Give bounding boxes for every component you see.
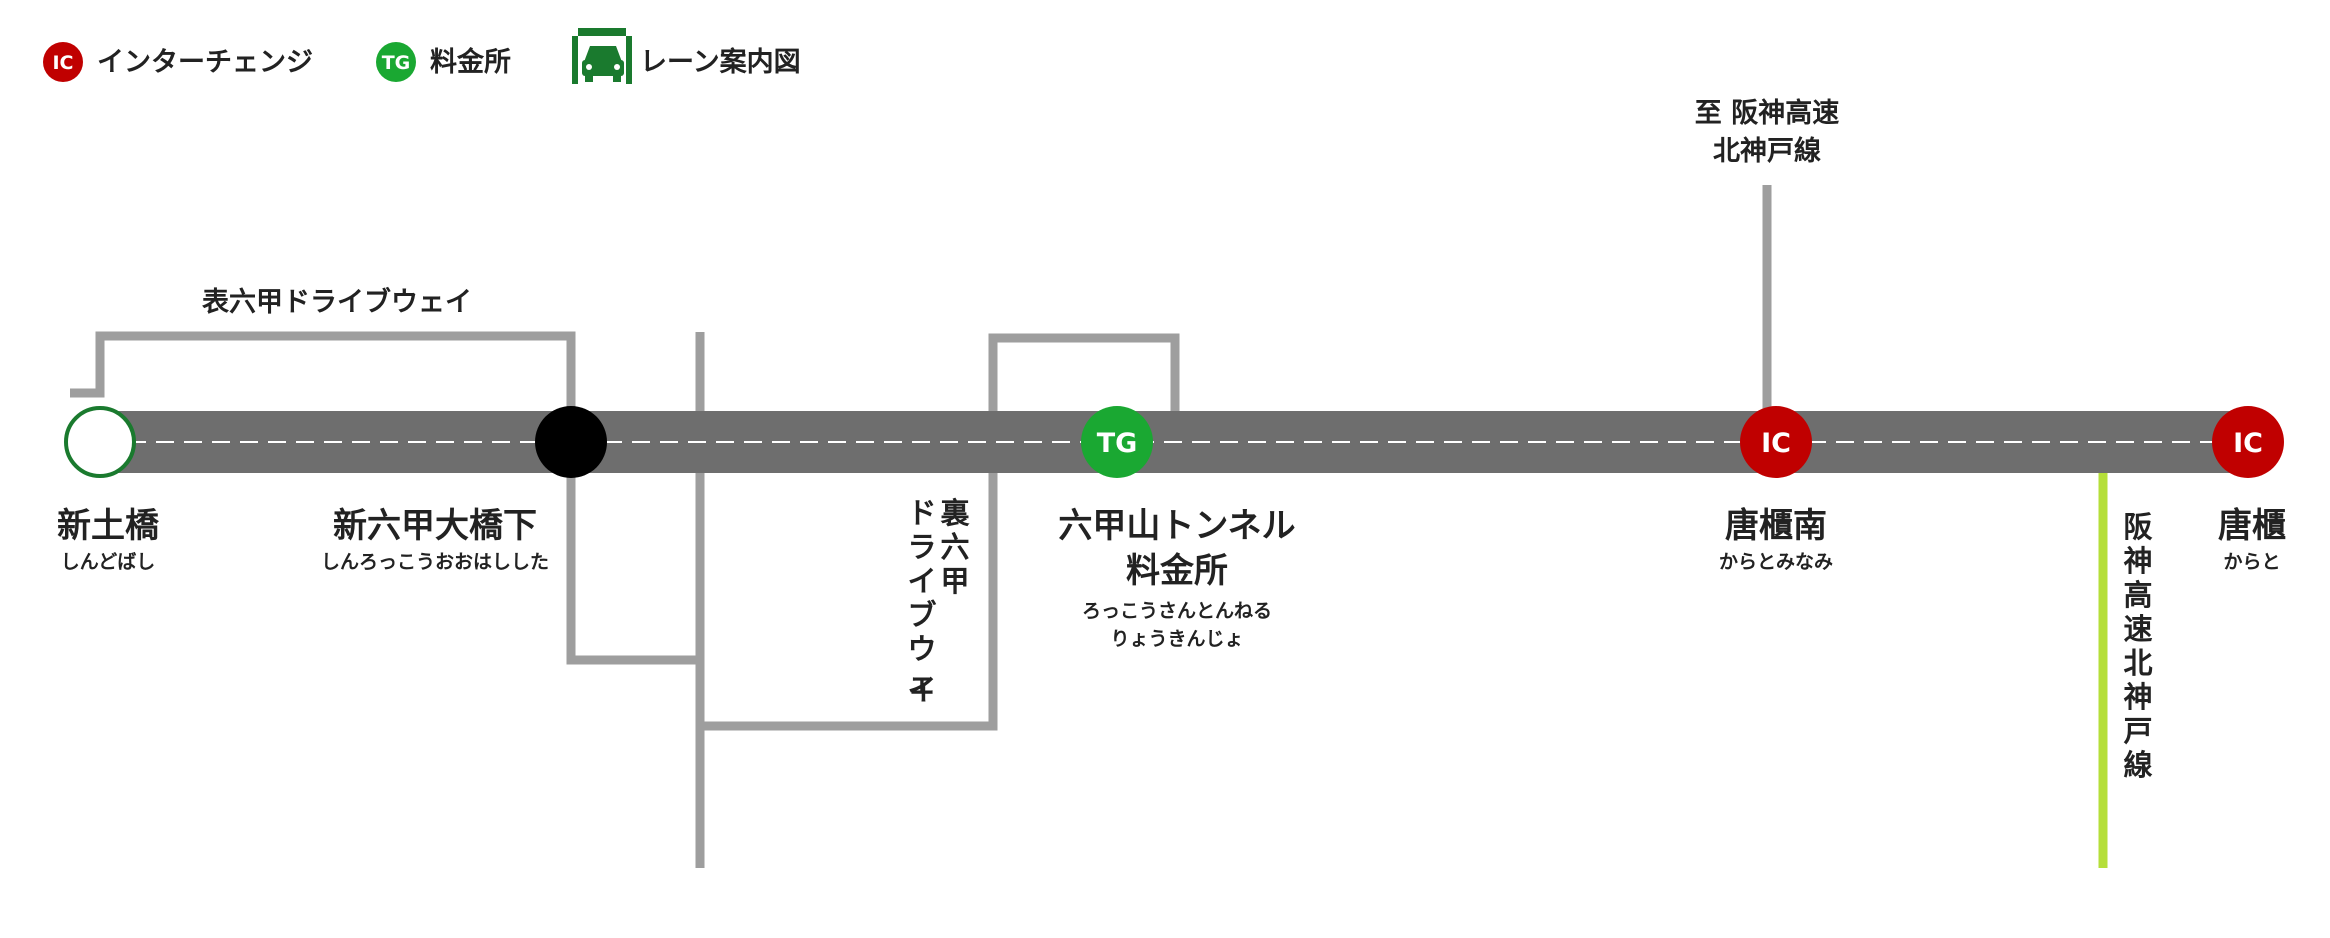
hanshin-char: 戸 — [2123, 714, 2152, 748]
ura-col2-char: ウ — [907, 632, 936, 666]
station-name: 唐櫃南 — [1725, 506, 1827, 546]
to-hanshin-label-line1: 至 阪神高速 — [1695, 97, 1839, 129]
legend-lane-item: レーン案内図 — [572, 28, 801, 84]
tg-badge-text: TG — [1097, 428, 1138, 459]
shinrokko-down-road — [566, 440, 700, 665]
station-kana-line2: りょうきんじょ — [1110, 628, 1243, 650]
tg-badge-icon — [1081, 406, 1153, 478]
station-shintsuchibashi[interactable]: 新土橋 しんどばし — [57, 406, 159, 573]
ura-col2-char: イ — [907, 564, 936, 598]
station-kana-line1: ろっこうさんとんねる — [1082, 600, 1272, 622]
main-road — [100, 411, 2238, 473]
station-rokkosan-tunnel-toll[interactable]: TG 六甲山トンネル 料金所 ろっこうさんとんねる りょうきんじょ — [1058, 406, 1296, 650]
open-station-marker-icon — [64, 406, 136, 478]
ura-col2-char: ラ — [907, 530, 936, 564]
junction-marker-icon — [535, 406, 607, 478]
hanshin-char: 神 — [2123, 544, 2152, 578]
station-kana: からと — [2223, 551, 2280, 573]
hanshin-char: 北 — [2123, 646, 2152, 680]
station-name-line1: 六甲山トンネル — [1058, 506, 1295, 546]
ura-rokko-drive-label: 裏 六 甲 ド ラ イ ブ ウ ェ イ — [907, 496, 970, 707]
ura-col1-char: 裏 — [940, 496, 970, 530]
ura-col2-char: ブ — [907, 598, 936, 632]
legend-ic-label: インターチェンジ — [97, 47, 313, 78]
omote-rokko-drive-label: 表六甲ドライブウェイ — [202, 286, 472, 318]
hanshin-char: 阪 — [2123, 510, 2152, 544]
ic-badge-icon — [2212, 406, 2284, 478]
station-name: 新六甲大橋下 — [333, 506, 537, 546]
station-kana: しんどばし — [61, 551, 155, 573]
station-name: 唐櫃 — [2218, 506, 2286, 546]
ura-rokko-drive-road — [700, 333, 1180, 731]
legend-tg-badge-text: TG — [382, 52, 411, 74]
ic-badge-text: IC — [2233, 428, 2263, 459]
legend-ic-badge-text: IC — [52, 52, 73, 74]
ura-col1-char: 六 — [940, 530, 969, 564]
hanshin-char: 神 — [2123, 680, 2152, 714]
legend-tg-label: 料金所 — [430, 46, 511, 78]
station-karato[interactable]: IC 唐櫃 からと — [2212, 406, 2286, 573]
legend-ic-item: IC インターチェンジ — [43, 42, 313, 82]
ic-badge-icon — [1740, 406, 1812, 478]
station-name: 新土橋 — [57, 506, 159, 546]
ura-col1-char: 甲 — [940, 564, 969, 598]
omote-rokko-drive-road — [70, 331, 576, 440]
hanshin-char: 線 — [2123, 748, 2152, 782]
station-name-line2: 料金所 — [1126, 551, 1228, 591]
station-kana: からとみなみ — [1719, 551, 1833, 573]
connector-roads — [70, 185, 1772, 868]
hanshin-char: 速 — [2123, 612, 2152, 646]
ic-badge-icon — [43, 42, 83, 82]
ic-badge-text: IC — [1761, 428, 1791, 459]
hanshin-char: 高 — [2123, 578, 2152, 612]
to-hanshin-label-line2: 北神戸線 — [1713, 135, 1821, 167]
ura-col2-char: イ — [907, 673, 936, 707]
legend-tg-item: TG 料金所 — [376, 42, 511, 82]
ura-col2-char: ェ — [907, 666, 936, 700]
legend: IC インターチェンジ TG 料金所 レーン案内図 — [43, 28, 801, 84]
legend-lane-label: レーン案内図 — [640, 46, 801, 78]
tg-badge-icon — [376, 42, 416, 82]
ura-col2-char: ド — [907, 496, 936, 530]
station-kana: しんろっこうおおはしした — [321, 551, 549, 573]
hanshin-vertical-label: 阪 神 高 速 北 神 戸 線 — [2123, 510, 2152, 782]
station-karatominami[interactable]: IC 唐櫃南 からとみなみ — [1719, 406, 1833, 573]
station-shinrokko-ohashishita[interactable]: 新六甲大橋下 しんろっこうおおはしした — [321, 406, 607, 573]
lane-guide-car-icon — [572, 28, 632, 84]
